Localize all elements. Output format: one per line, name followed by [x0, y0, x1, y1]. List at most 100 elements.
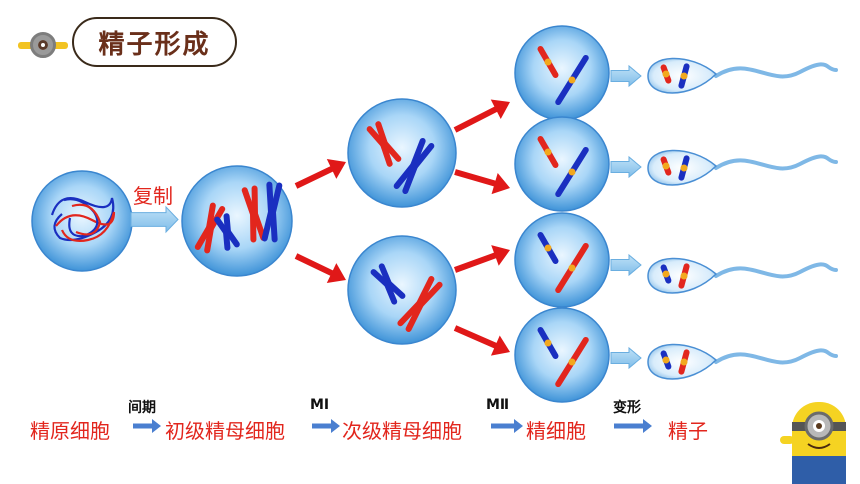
metamorphosis-arrow	[610, 253, 642, 277]
chromatid	[269, 182, 283, 216]
chromatid	[380, 141, 393, 167]
chromatid	[385, 280, 406, 299]
sperm-tail	[714, 348, 838, 365]
sperm	[647, 343, 838, 380]
chromatid	[381, 140, 402, 162]
chromatid	[384, 281, 398, 305]
spermatid-cell	[514, 25, 610, 121]
division-arrow	[453, 325, 510, 356]
division-arrow	[453, 245, 510, 273]
centromere	[662, 356, 670, 364]
secondary-spermatocyte-cell	[347, 235, 457, 345]
process-arrow	[312, 419, 340, 433]
metamorphosis-arrow	[610, 64, 642, 88]
replication-label: 复制	[133, 184, 173, 208]
chromosome	[366, 121, 402, 167]
centromere	[680, 358, 688, 366]
division-arrow	[454, 169, 510, 195]
sperm	[647, 57, 838, 94]
centromere	[544, 58, 552, 66]
chromatid	[375, 121, 388, 147]
process-arrow	[491, 419, 523, 433]
chromatid	[206, 202, 216, 231]
chromatid	[402, 163, 418, 195]
chromatid	[266, 181, 275, 215]
transition-meiosis-2: MⅡ	[486, 397, 510, 413]
chromosome	[397, 276, 443, 332]
metamorphosis-arrow	[610, 346, 642, 370]
chromatid	[194, 224, 213, 250]
division-arrow	[453, 99, 510, 133]
centromere	[680, 272, 688, 280]
chromatin-strand	[71, 203, 102, 236]
chromatid	[370, 269, 391, 288]
process-arrow	[614, 419, 652, 433]
chromosome	[261, 181, 283, 243]
chromatid	[410, 137, 426, 169]
chromatid	[416, 276, 435, 307]
transition-meiosis-1: MⅠ	[310, 397, 330, 413]
chromatin-strand	[63, 198, 99, 238]
chromosome	[393, 137, 435, 195]
centromere	[568, 264, 576, 272]
chromosome	[241, 185, 267, 243]
process-arrow	[133, 419, 161, 433]
minion-mascot-icon	[780, 402, 846, 484]
centromere	[662, 270, 670, 278]
sperm-tail	[714, 62, 838, 79]
metamorphosis-arrow	[610, 155, 642, 179]
chromatid	[269, 209, 278, 243]
spermatid-cell	[514, 307, 610, 403]
stage-spermatid: 精细胞	[526, 419, 586, 443]
chromatid	[223, 229, 231, 251]
chromatid	[224, 228, 240, 248]
spermatid-cell	[514, 116, 610, 212]
chromatid	[204, 225, 214, 254]
minion-goggle-icon	[30, 32, 56, 58]
spermatogonium-cell	[31, 170, 133, 272]
sperm-tail	[714, 154, 838, 171]
chromatid	[405, 301, 424, 332]
page-title: 精子形成	[98, 29, 211, 60]
chromatin-strand	[50, 197, 115, 242]
chromatid	[378, 263, 392, 287]
division-arrow	[294, 253, 346, 283]
stage-sperm: 精子	[668, 419, 708, 443]
chromatin-tangle	[50, 197, 116, 242]
spermatid-cell	[514, 212, 610, 308]
stage-secondary-spermatocyte: 次级精母细胞	[342, 419, 462, 443]
chromatid	[366, 126, 387, 148]
centromere	[568, 168, 576, 176]
chromatid	[411, 142, 435, 170]
chromatid	[397, 300, 423, 327]
centromere	[544, 244, 552, 252]
centromere	[568, 76, 576, 84]
replication-arrow	[130, 205, 179, 234]
transition-interphase: 间期	[128, 400, 156, 416]
centromere	[544, 339, 552, 347]
chromosome	[214, 213, 240, 251]
centromere	[568, 358, 576, 366]
sperm	[647, 149, 838, 186]
secondary-spermatocyte-cell	[347, 98, 457, 208]
title-badge: 精子形成	[72, 17, 237, 67]
centromere	[662, 162, 670, 170]
chromatid	[393, 162, 417, 190]
chromatid	[241, 187, 257, 218]
stage-spermatogonium: 精原细胞	[30, 419, 110, 443]
transition-metamorphosis: 变形	[613, 400, 641, 416]
chromatid	[261, 208, 275, 242]
chromatid	[417, 281, 443, 308]
chromosome	[370, 263, 406, 305]
centromere	[544, 148, 552, 156]
sperm	[647, 257, 838, 294]
centromere	[662, 70, 670, 78]
chromatid	[251, 210, 267, 241]
centromere	[680, 72, 688, 80]
chromatin-strand	[55, 211, 116, 242]
stage-primary-spermatocyte: 初级精母细胞	[165, 419, 285, 443]
sperm-tail	[714, 262, 838, 279]
centromere	[680, 164, 688, 172]
